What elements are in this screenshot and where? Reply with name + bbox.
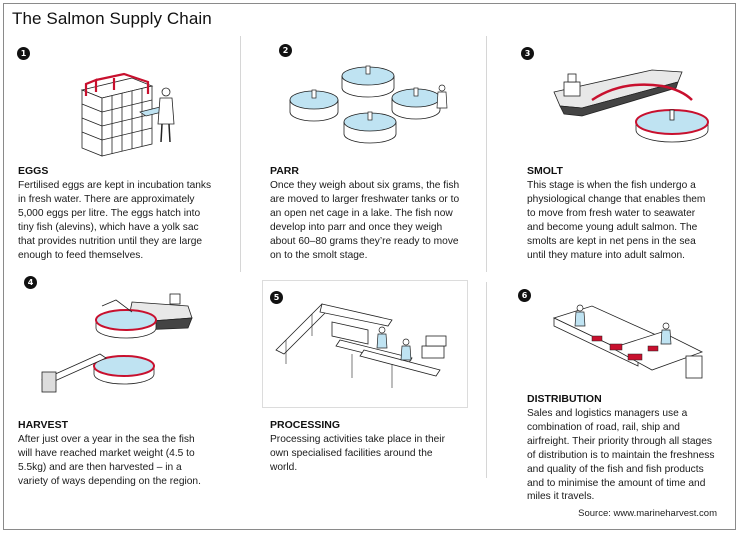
page-title: The Salmon Supply Chain (12, 9, 212, 28)
column-divider (240, 36, 241, 272)
description-line: After just over a year in the sea the fi… (18, 434, 195, 445)
description-line: airfreight. Their priority through all s… (527, 435, 712, 447)
description-line: in fresh water. There are approximately (18, 193, 195, 205)
step-heading: HARVEST (18, 419, 68, 431)
description-line: an open net cage in a lake. The fish now (270, 207, 453, 219)
description-line: variety of ways depending on the region. (18, 475, 201, 487)
description-line: 5,000 eggs per litre. The eggs hatch int… (18, 207, 201, 219)
description-line: smolts are kept in net pens in the sea (527, 235, 696, 247)
step-description: After just over a year in the sea the fi… (18, 433, 238, 489)
description-line: about 60–80 grams they’re ready to move (270, 235, 459, 247)
step-heading: PARR (270, 165, 299, 177)
step-description: This stage is when the fish undergo a ph… (527, 179, 732, 262)
description-line: and become young adult salmon. The (527, 221, 698, 233)
harvest-illustration (41, 293, 193, 393)
step-number-badge: 5 (270, 291, 283, 304)
description-line: on to the smolt stage. (270, 249, 368, 261)
freshwater-tanks-illustration (289, 65, 448, 144)
description-line: develop into parr and once they weigh (270, 221, 443, 233)
step-number-badge: 4 (24, 276, 37, 289)
description-line: enough to feed themselves. (18, 249, 144, 261)
description-line: world. (270, 461, 298, 473)
step-number-badge: 6 (518, 289, 531, 302)
step-description: Processing activities take place in thei… (270, 433, 484, 475)
description-line: Sales and logistics managers use a (527, 408, 688, 419)
step-number-badge: 1 (17, 47, 30, 60)
description-line: are moved to larger freshwater tanks or … (270, 193, 460, 205)
step-description: Sales and logistics managers use a combi… (527, 407, 732, 504)
step-heading: EGGS (18, 165, 49, 177)
description-line: will have reached market weight (4.5 to (18, 447, 195, 459)
step-description: Once they weigh about six grams, the fis… (270, 179, 484, 262)
distribution-illustration (552, 304, 704, 379)
description-line: Fertilised eggs are kept in incubation t… (18, 180, 212, 191)
column-divider (486, 36, 487, 272)
description-line: that provides nutrition until they are l… (18, 235, 203, 247)
processing-line-illustration (275, 303, 447, 388)
description-line: Processing activities take place in thei… (270, 434, 445, 445)
step-number-badge: 2 (279, 44, 292, 57)
description-line: combination of road, rail, ship and (527, 421, 680, 433)
description-line: physiological change that enables them (527, 193, 706, 205)
description-line: until they mature into adult salmon. (527, 249, 685, 261)
column-divider (486, 282, 487, 478)
description-line: 5.5kg) and are then harvested – in a (18, 461, 182, 473)
description-line: This stage is when the fish undergo a (527, 180, 696, 191)
description-line: Once they weigh about six grams, the fis… (270, 180, 460, 191)
step-heading: SMOLT (527, 165, 563, 177)
description-line: of distribution is to maintain the fresh… (527, 449, 715, 461)
step-heading: DISTRIBUTION (527, 393, 602, 405)
step-description: Fertilised eggs are kept in incubation t… (18, 179, 238, 262)
description-line: and to minimise the amount of time and (527, 477, 706, 489)
description-line: own specialised facilities around the (270, 447, 433, 459)
source-credit: Source: www.marineharvest.com (578, 508, 717, 519)
step-number-badge: 3 (521, 47, 534, 60)
step-heading: PROCESSING (270, 419, 341, 431)
wellboat-net-pen-illustration (553, 69, 709, 143)
description-line: and quality of the fish and fish product… (527, 463, 704, 475)
processing-illustration-frame (262, 280, 468, 408)
diagram-frame (3, 3, 736, 530)
description-line: tiny fish (alevins), which have a yolk s… (18, 221, 199, 233)
description-line: miles it travels. (527, 491, 595, 503)
incubation-tanks-illustration (80, 72, 175, 157)
description-line: to move from fresh water to seawater (527, 207, 696, 219)
